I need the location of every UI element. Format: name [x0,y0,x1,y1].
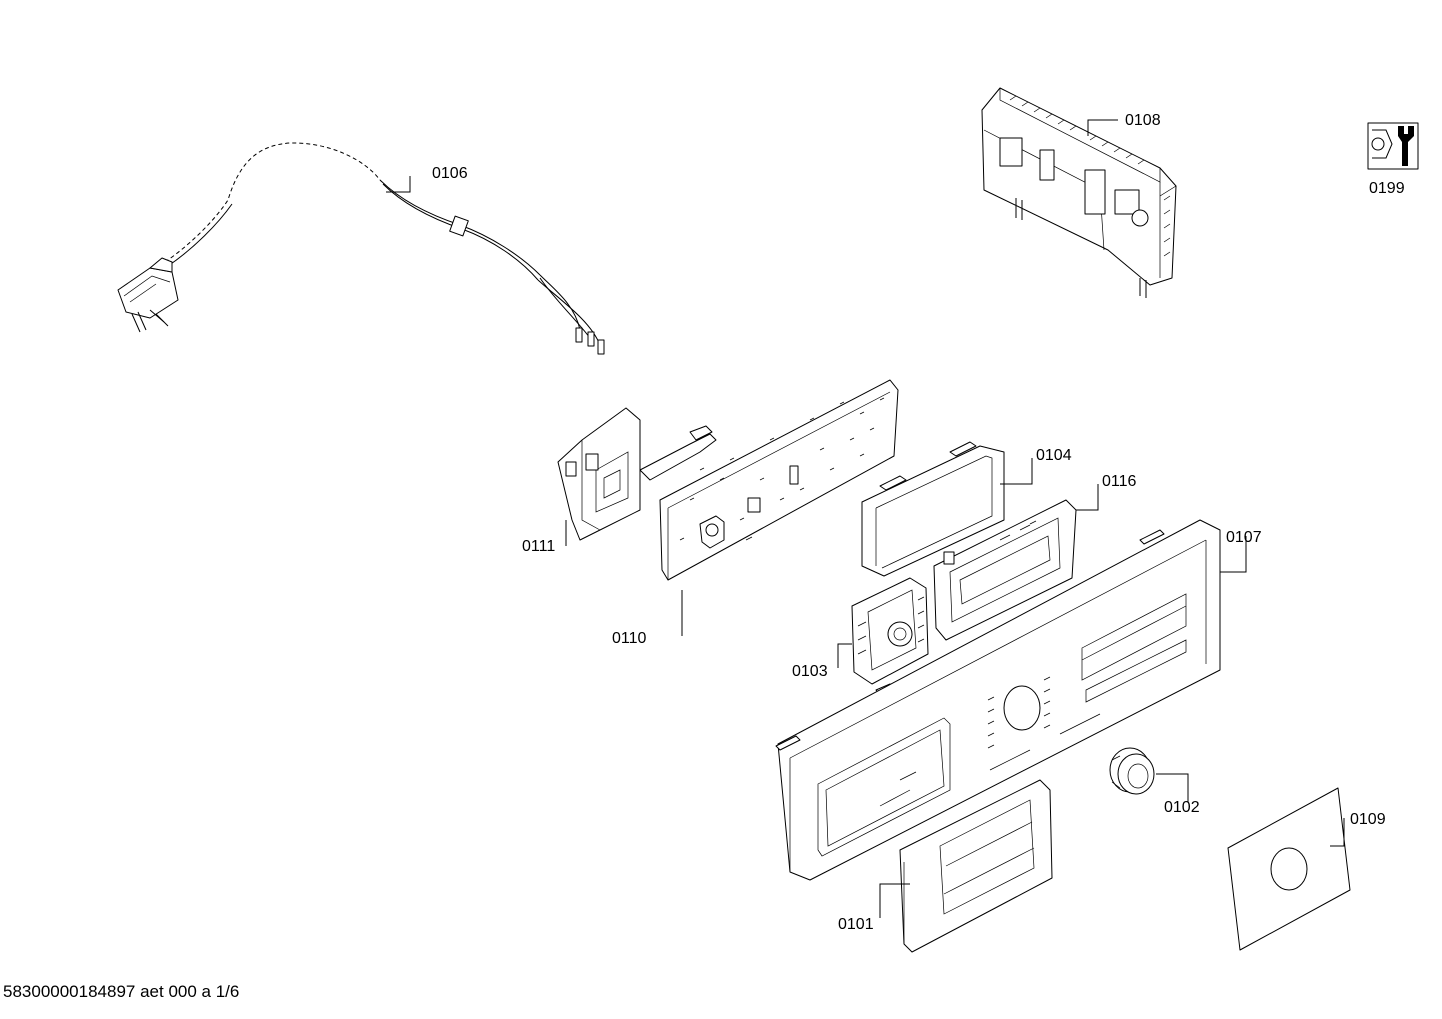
callout-0106[interactable]: 0106 [432,165,468,182]
callout-0107[interactable]: 0107 [1226,529,1262,546]
knob-0102[interactable] [1109,747,1155,795]
callout-0116[interactable]: 0116 [1102,473,1137,490]
callout-0102[interactable]: 0102 [1164,799,1200,816]
callout-0199[interactable]: 0199 [1369,180,1405,197]
control-pcb-0110[interactable] [659,379,899,581]
bracket-0111[interactable] [557,407,717,541]
control-panel-0107[interactable] [775,519,1221,881]
callout-0104[interactable]: 0104 [1036,447,1072,464]
decal-0109[interactable] [1227,787,1351,951]
leader-lines [386,119,1345,918]
callout-0108[interactable]: 0108 [1125,112,1161,129]
callout-0103[interactable]: 0103 [792,663,828,680]
display-window-0104[interactable] [861,441,1005,577]
callout-0110[interactable]: 0110 [612,630,647,647]
callout-0109[interactable]: 0109 [1350,811,1386,828]
document-id: 58300000184897 aet 000 a 1/6 [3,982,240,1001]
electronic-module-0108[interactable] [981,87,1177,298]
dispenser-drawer-0101[interactable] [899,779,1053,953]
wrench-nut-icon [1367,122,1419,170]
frame-0116[interactable] [933,499,1077,641]
selector-housing-0103[interactable] [851,577,929,695]
callout-0101[interactable]: 0101 [838,916,874,933]
power-cord-0106[interactable] [117,142,605,355]
callout-0111[interactable]: 0111 [522,538,555,555]
